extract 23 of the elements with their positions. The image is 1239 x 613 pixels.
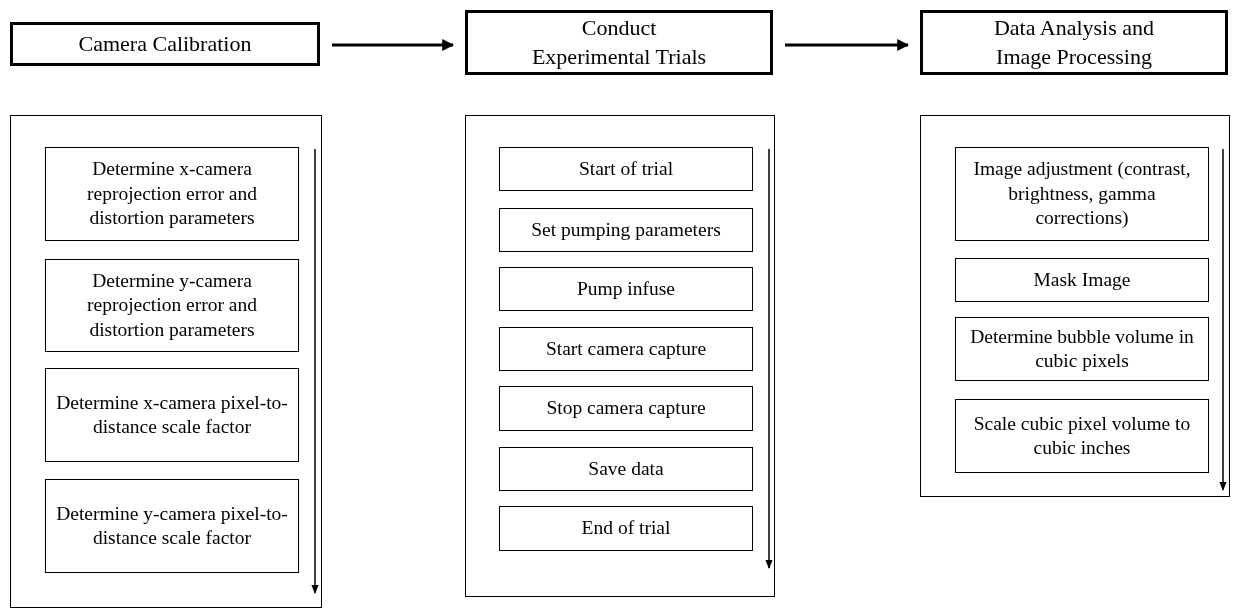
stage-box: Camera Calibration xyxy=(10,22,320,66)
arrow xyxy=(785,39,910,51)
step-box: Start camera capture xyxy=(499,327,753,371)
step-box: Determine x-camera reprojection error and distortion parameters xyxy=(45,147,299,241)
step-box: Stop camera capture xyxy=(499,386,753,431)
step-box: Mask Image xyxy=(955,258,1209,302)
step-box: Determine bubble volume in cubic pixels xyxy=(955,317,1209,381)
panel-box xyxy=(10,115,322,608)
panel-box xyxy=(465,115,775,597)
step-box: Set pumping parameters xyxy=(499,208,753,252)
step-box: Pump infuse xyxy=(499,267,753,311)
step-box: Scale cubic pixel volume to cubic inches xyxy=(955,399,1209,473)
panel-box xyxy=(920,115,1230,497)
step-box: End of trial xyxy=(499,506,753,551)
stage-box: Conduct Experimental Trials xyxy=(465,10,773,75)
step-box: Image adjustment (contrast, brightness, gamma corrections) xyxy=(955,147,1209,241)
step-box: Determine y-camera reprojection error and distortion parameters xyxy=(45,259,299,352)
step-box: Save data xyxy=(499,447,753,491)
arrow xyxy=(332,39,455,51)
step-box: Start of trial xyxy=(499,147,753,191)
step-box: Determine x-camera pixel-to-distance scale factor xyxy=(45,368,299,462)
step-box: Determine y-camera pixel-to-distance scale factor xyxy=(45,479,299,573)
stage-box: Data Analysis and Image Processing xyxy=(920,10,1228,75)
